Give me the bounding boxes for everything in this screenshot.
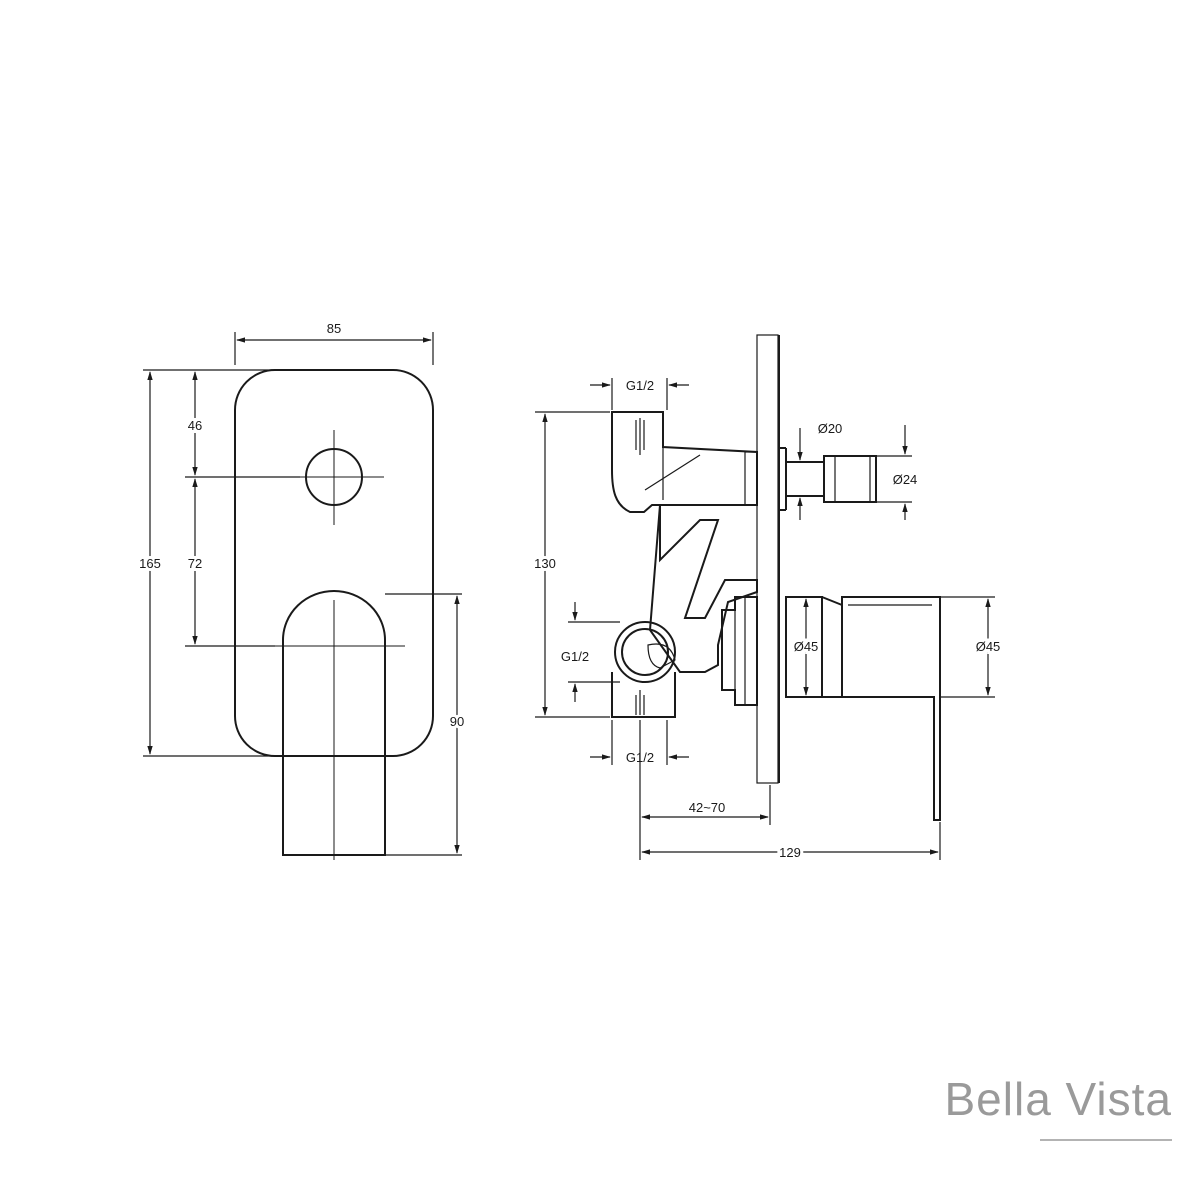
spindle-diameter-label: Ø20 [818,421,843,436]
top-to-center-label: 46 [188,418,202,433]
front-height-label: 165 [139,556,161,571]
brand-logo: Bella Vista [944,1073,1172,1141]
side-outlet-label: G1/2 [561,649,589,664]
diverter-body [648,504,758,673]
overall-depth-label: 129 [779,845,801,860]
top-outlet-label: G1/2 [626,378,654,393]
cartridge-body [721,596,758,706]
side-view: G1/2 130 G1/2 G1/2 Ø20 Ø24 Ø45 [531,334,1003,863]
front-view: 85 165 46 72 90 [136,321,467,860]
diverter-cap [823,455,877,503]
wall-section [756,334,779,784]
handle-height-label: 90 [450,714,464,729]
mixer-handle [282,590,386,856]
top-elbow-outlet [611,411,758,513]
cap-diameter-label: Ø24 [893,472,918,487]
side-outlet [614,621,676,683]
front-width-label: 85 [327,321,341,336]
side-height-label: 130 [534,556,556,571]
center-to-handle-label: 72 [188,556,202,571]
spindle [785,461,825,497]
wall-depth-label: 42~70 [689,800,726,815]
bottom-outlet [611,672,676,718]
handle-diameter-label: Ø45 [976,639,1001,654]
lever-handle [841,596,941,821]
brand-name: Bella Vista [944,1073,1172,1125]
body-diameter-label: Ø45 [794,639,819,654]
